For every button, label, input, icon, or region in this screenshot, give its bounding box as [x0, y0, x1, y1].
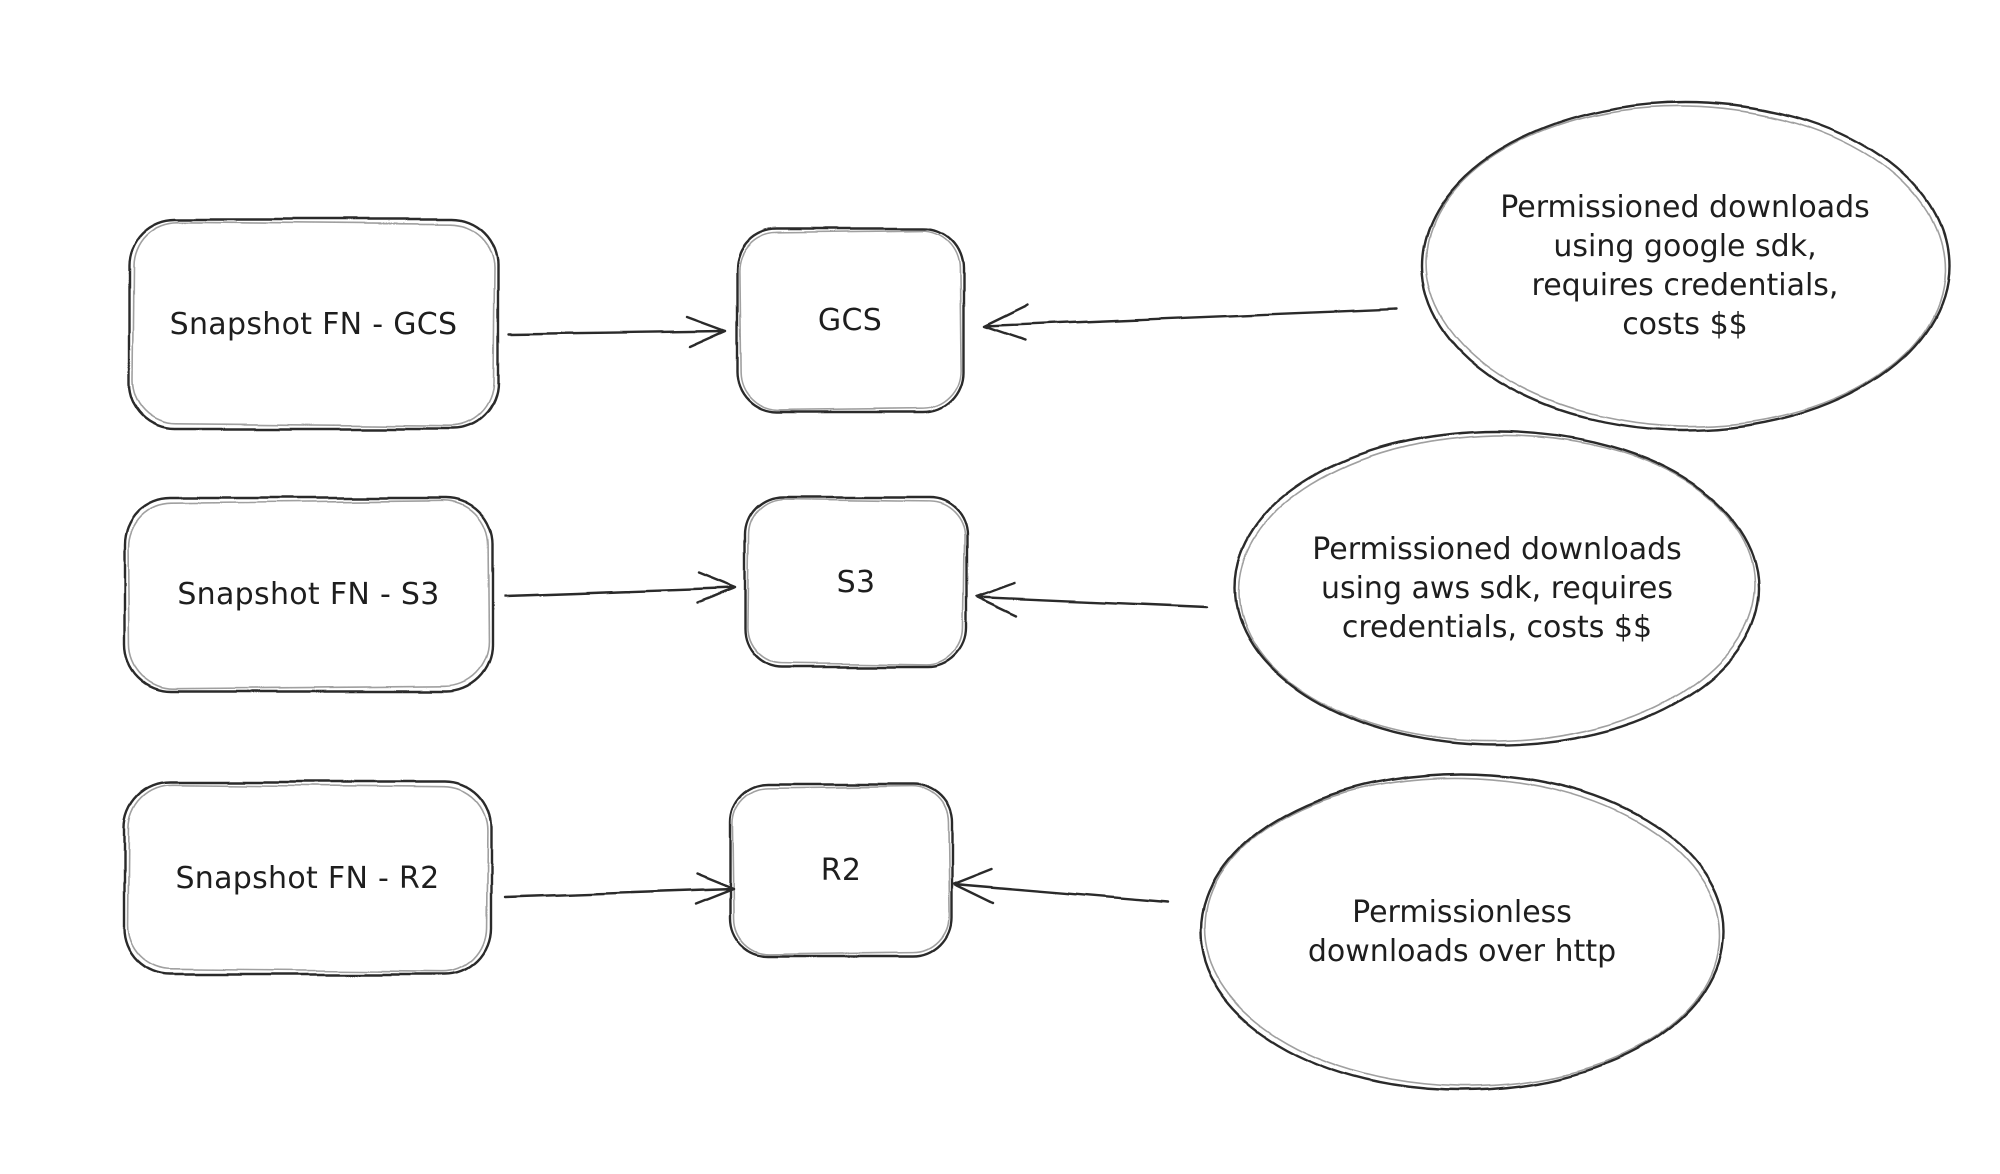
note-ellipse-gcs-outline-ghost [1425, 105, 1945, 427]
source-node-s3-outline [122, 496, 495, 693]
source-node-gcs-outline [127, 217, 500, 431]
row-s3 [122, 429, 1761, 747]
row-gcs [127, 100, 1950, 432]
target-node-gcs-outline-ghost [738, 230, 962, 411]
target-node-gcs-outline [735, 227, 965, 414]
note-ellipse-s3-outline [1233, 429, 1761, 747]
source-node-r2-outline-ghost [126, 784, 489, 972]
note-ellipse-gcs-outline [1420, 100, 1950, 432]
note-ellipse-s3-outline-ghost [1238, 434, 1756, 742]
note-ellipse-r2-outline-ghost [1203, 777, 1721, 1087]
arrow-gcs-source-to-target [506, 315, 728, 349]
arrow-gcs-note-to-target [982, 303, 1400, 342]
arrow-s3-source-to-target [503, 571, 737, 605]
source-node-r2-outline [122, 780, 493, 976]
target-node-s3-outline [743, 495, 969, 669]
row-r2 [122, 772, 1726, 1092]
target-node-s3-outline-ghost [746, 498, 966, 666]
source-node-gcs-outline-ghost [131, 221, 496, 427]
arrow-s3-note-to-target [975, 581, 1209, 618]
arrow-r2-note-to-target [952, 867, 1170, 905]
source-node-s3-outline-ghost [126, 500, 491, 689]
note-ellipse-r2-outline [1198, 772, 1726, 1092]
target-node-r2-outline [728, 783, 954, 958]
arrow-r2-source-to-target [503, 872, 735, 906]
target-node-r2-outline-ghost [731, 786, 951, 955]
